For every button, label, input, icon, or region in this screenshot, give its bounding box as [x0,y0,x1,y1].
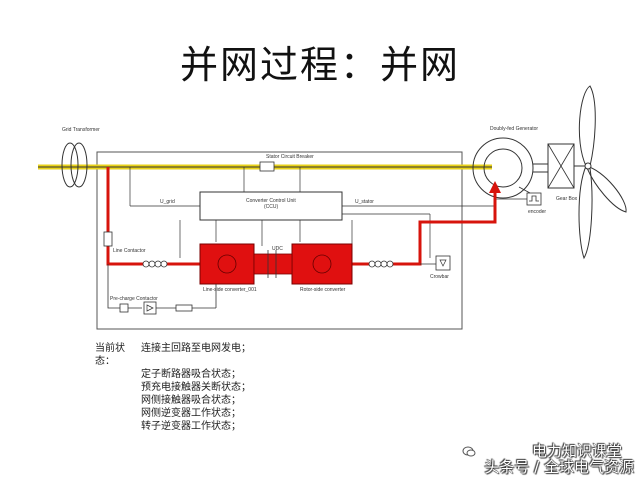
precharge-resistor [175,304,193,312]
precharge-line [107,264,142,309]
rotor-side-converter [291,243,353,285]
dc-link [253,253,293,275]
system-frame [96,151,463,330]
u-grid-label: U_grid [160,199,175,205]
gearbox-label: Gear Box [556,196,578,202]
note-line: 网侧逆变器工作状态； [141,408,241,419]
line-inductor [142,260,168,268]
encoder-label: encoder [528,209,546,215]
note-line: 网侧接触器吸合状态； [141,395,241,406]
wechat-icon [462,446,476,457]
status-notes: 当前状态： 连接主回路至电网发电； 定子断路器吸合状态； 预充电接触器关断状态；… [95,342,251,433]
note-line: 连接主回路至电网发电； [141,343,251,354]
generator-label: Doubly-fed Generator [490,126,538,132]
rotor-converter-label: Rotor-side converter [300,287,346,293]
grid-transformer [61,142,88,188]
line-converter-label: Line-side converter_001 [203,287,257,293]
line-contactor [103,231,113,247]
notes-heading: 当前状态： [95,343,125,367]
crowbar-label: Crowbar [430,274,449,280]
dc-label: UDC [272,246,283,252]
control-label: Converter Control Unit [246,198,296,204]
page-title: 并网过程：并网 [179,43,460,87]
note-line: 转子逆变器工作状态； [141,421,241,432]
line-side-converter [199,243,255,285]
precharge-contactor [119,303,129,313]
line-contactor-label: Line Contactor [113,248,146,254]
gearbox [547,143,575,189]
turbine-rotor [578,85,627,260]
watermark: 电力知识课堂 头条号 / 全球电气资源 [374,442,634,476]
grid-transformer-label: Grid Transformer [62,127,100,133]
rotor-inductor [368,260,394,268]
note-line: 定子断路器吸合状态； [141,369,241,380]
precharge-label: Pre-charge Contactor [110,296,158,302]
u-stator-label: U_stator [355,199,374,205]
precharge-diode [143,301,157,315]
stator-breaker-label: Stator Circuit Breaker [266,154,314,160]
watermark-line2: 头条号 / 全球电气资源 [484,458,634,476]
rotor-path-arrow [489,181,501,193]
encoder [526,192,542,206]
control-sub-label: (CCU) [264,204,278,210]
generator [472,137,534,199]
crowbar [435,255,451,271]
stator-breaker [259,161,275,172]
watermark-line1: 电力知识课堂 [531,442,622,460]
note-line: 预充电接触器关断状态； [141,382,251,393]
